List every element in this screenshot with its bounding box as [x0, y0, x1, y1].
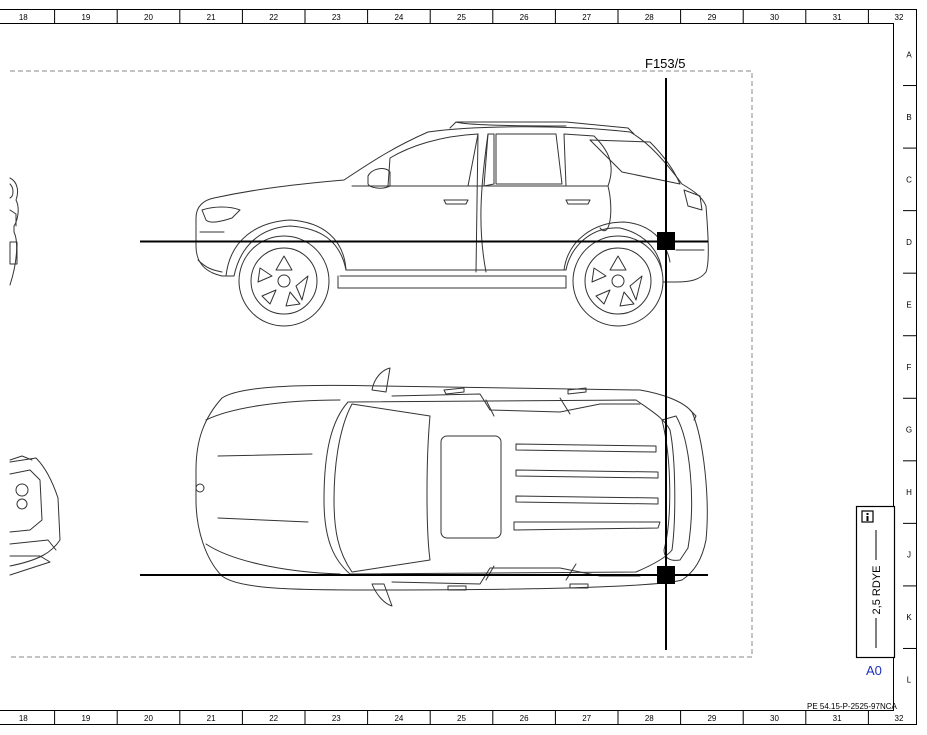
row-label: D: [906, 238, 912, 247]
column-label: 24: [394, 13, 403, 22]
document-reference: PE 54.15-P-2525-97NCA: [807, 702, 897, 711]
row-label: B: [906, 113, 911, 122]
row-label: C: [906, 175, 912, 184]
vehicle-area-border: [10, 70, 753, 658]
column-label: 19: [81, 13, 90, 22]
connector-marker-side-view: [657, 232, 675, 250]
column-label: 22: [269, 13, 278, 22]
row-label: A: [906, 50, 912, 59]
column-label: 30: [770, 714, 779, 723]
row-label: G: [906, 426, 912, 435]
column-label: 28: [645, 13, 654, 22]
front-wheel-side: [238, 235, 330, 327]
wire-label: 2,5 RDYE: [871, 566, 883, 615]
column-ticks: [54, 9, 869, 724]
column-label: 19: [81, 714, 90, 723]
column-label: 27: [582, 714, 591, 723]
row-label: F: [907, 363, 912, 372]
row-label: H: [906, 488, 912, 497]
vehicle-side-view: [195, 121, 709, 289]
column-label: 23: [332, 714, 341, 723]
column-label: 23: [332, 13, 341, 22]
column-label: 25: [457, 714, 466, 723]
column-labels-top: 18 19 20 21 22 23 24 25 26 27 28 29 30 31 32: [19, 13, 904, 22]
vehicle-top-view: [195, 367, 708, 607]
column-label: 31: [833, 13, 842, 22]
wire-callout: 2,5 RDYE: [855, 505, 896, 659]
column-label: 20: [144, 714, 153, 723]
row-labels: A B C D E F G H J K L: [906, 50, 912, 684]
sheet-frame: [0, 9, 917, 725]
column-label: 32: [895, 714, 904, 723]
column-label: 29: [707, 714, 716, 723]
row-label: E: [906, 300, 911, 309]
row-label: K: [906, 613, 912, 622]
column-label: 18: [19, 13, 28, 22]
column-labels-bottom: 18 19 20 21 22 23 24 25 26 27 28 29 30 31 32: [19, 714, 904, 723]
info-icon: [861, 510, 874, 523]
column-label: 21: [207, 13, 216, 22]
column-label: 25: [457, 13, 466, 22]
row-ticks: [903, 85, 917, 649]
column-label: 27: [582, 13, 591, 22]
connector-marker-top-view: [657, 566, 675, 584]
column-label: 24: [394, 714, 403, 723]
column-label: 30: [770, 13, 779, 22]
column-label: 18: [19, 714, 28, 723]
column-label: 26: [520, 13, 529, 22]
connector-label: F153/5: [645, 56, 685, 71]
column-label: 26: [520, 714, 529, 723]
adjacent-vehicle-fragment-top: [9, 455, 61, 576]
column-label: 28: [645, 714, 654, 723]
column-label: 32: [895, 13, 904, 22]
row-label: L: [907, 676, 912, 685]
adjacent-vehicle-fragment-side: [9, 177, 19, 286]
column-label: 21: [207, 714, 216, 723]
column-label: 31: [833, 714, 842, 723]
connector-id: A0: [866, 663, 882, 678]
rear-wheel-side: [572, 235, 664, 327]
column-label: 22: [269, 714, 278, 723]
column-label: 20: [144, 13, 153, 22]
column-label: 29: [707, 13, 716, 22]
row-label: J: [907, 551, 911, 560]
wiring-lines: [140, 78, 708, 650]
